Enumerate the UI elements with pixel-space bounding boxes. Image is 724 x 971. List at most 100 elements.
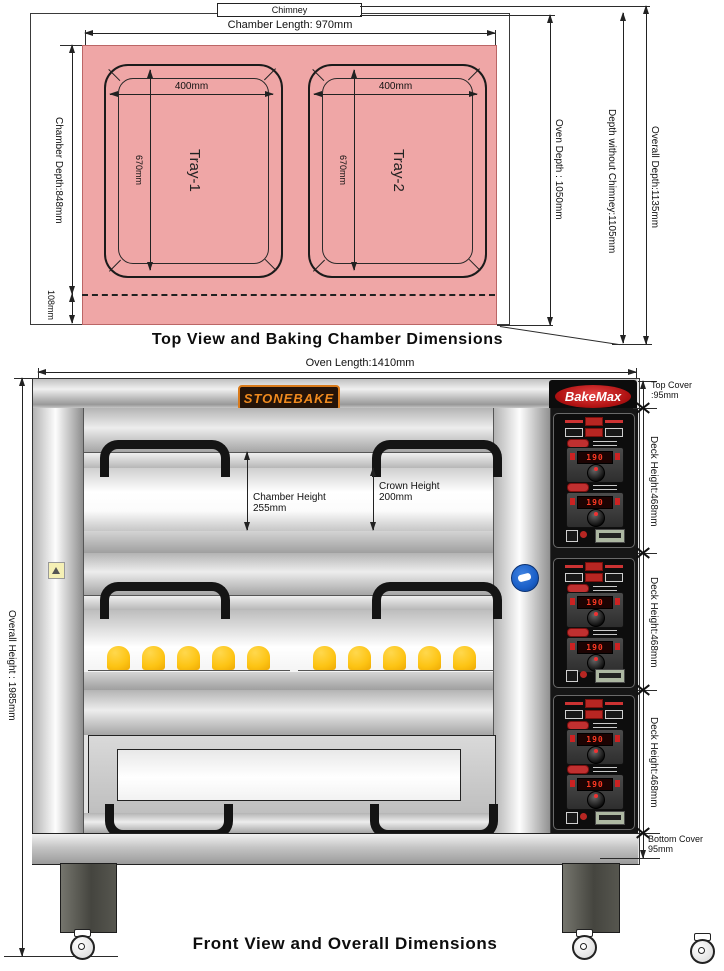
deck-height-master-dim	[640, 380, 646, 859]
tray-corner-line	[313, 259, 326, 272]
base-cover	[32, 833, 638, 865]
switch-icon	[566, 670, 578, 682]
dough-ball	[418, 646, 441, 670]
top-view-caption: Top View and Baking Chamber Dimensions	[151, 331, 504, 348]
right-leg	[562, 863, 620, 933]
lamp-icon	[580, 531, 587, 538]
tiny-text-lines	[593, 722, 617, 729]
top-heat-label	[567, 439, 617, 448]
switch-icon	[566, 530, 578, 542]
top-heat-controller: 190	[566, 729, 624, 765]
top-cover-value: :95mm	[651, 390, 679, 400]
tray-1-depth-label: 670mm	[134, 154, 144, 185]
dim-cross-mark	[636, 401, 650, 415]
deck2-bottom-band	[84, 672, 493, 691]
temperature-knob	[587, 509, 605, 527]
tray-2-width-dim	[313, 91, 478, 97]
bottom-cover-value: 95mm	[648, 844, 674, 854]
plus-button-icon	[615, 643, 620, 650]
temperature-display: 190	[577, 733, 613, 746]
indicator-icons	[565, 562, 623, 582]
indicator-icons	[565, 417, 623, 437]
bottom-heat-controller: 190	[566, 774, 624, 810]
deck1-control-panel: 190 190	[553, 413, 635, 548]
tray-1-width-label: 400mm	[174, 81, 209, 92]
tray-1-depth-dim	[147, 69, 153, 271]
overall-height-label: Overall Height : 1985mm	[6, 610, 17, 721]
ext-line	[85, 30, 86, 45]
caster-wheel	[568, 929, 602, 963]
minus-button-icon	[570, 498, 575, 505]
crown-height-value: 200mm	[379, 492, 413, 503]
dough-ball	[142, 646, 165, 670]
crown-height-label: Crown Height	[379, 481, 440, 492]
bottom-heat-controller: 190	[566, 637, 624, 673]
indicator-icons	[565, 699, 623, 719]
left-side-column	[33, 408, 84, 833]
lamp-icon	[580, 813, 587, 820]
oven-length-label: Oven Length:1410mm	[305, 357, 415, 369]
top-heat-controller: 190	[566, 447, 624, 483]
stonebake-logo-text: STONEBAKE	[243, 390, 335, 406]
deck3-bottom-strip	[84, 813, 493, 833]
tray-2-depth-dim	[351, 69, 357, 271]
depth-without-chimney-label: Depth without Chimney:1105mm	[606, 108, 617, 254]
bakemax-logo: BakeMax	[549, 380, 637, 413]
temperature-display: 190	[577, 778, 613, 791]
dough-ball	[453, 646, 476, 670]
plus-button-icon	[615, 780, 620, 787]
ext-line	[360, 6, 650, 7]
bottom-heat-controller: 190	[566, 492, 624, 528]
red-pill-icon	[567, 765, 589, 774]
oven-depth-dim	[547, 14, 553, 326]
deck3-door-window	[117, 749, 461, 801]
temperature-display: 190	[577, 496, 613, 509]
tray-2-depth-label: 670mm	[338, 154, 348, 185]
left-leg	[60, 863, 117, 933]
tray-corner-line	[264, 258, 277, 271]
dough-ball	[107, 646, 130, 670]
dough-ball	[348, 646, 371, 670]
caster-wheel	[66, 929, 100, 963]
crown-height-dim	[370, 467, 376, 531]
plus-button-icon	[615, 735, 620, 742]
tray-2-inner	[322, 78, 473, 264]
overall-depth-label: Overall Depth:1135mm	[649, 126, 660, 229]
back-offset-label: 108mm	[46, 289, 56, 320]
bottom-heat-label	[567, 483, 617, 492]
minus-button-icon	[570, 453, 575, 460]
chamber-height-dim	[244, 451, 250, 531]
tiny-text-lines	[593, 629, 617, 636]
deck2-door-handle	[372, 582, 502, 619]
tray-corner-line	[263, 68, 276, 81]
warning-sticker	[48, 562, 65, 579]
baking-chamber-area	[82, 45, 497, 325]
deck2-door-handle	[100, 582, 230, 619]
chamber-length-label: Chamber Length: 970mm	[227, 19, 353, 31]
oven-depth-label: Oven Depth : 1050mm	[553, 119, 564, 220]
deck3-control-panel: 190 190	[553, 695, 635, 830]
plus-button-icon	[615, 598, 620, 605]
ext-line	[38, 368, 39, 378]
dim-cross-mark	[636, 683, 650, 697]
temperature-display: 190	[577, 641, 613, 654]
deck-height-label: Deck Height:468mm	[648, 716, 659, 808]
deck3-door-frame	[88, 735, 496, 814]
top-cover-label: Top Cover	[651, 380, 693, 390]
timer-display	[595, 811, 625, 825]
right-side-column	[493, 408, 551, 833]
bakemax-oval: BakeMax	[555, 385, 631, 408]
ext-line	[497, 325, 553, 326]
front-view-caption: Front View and Overall Dimensions	[192, 934, 498, 953]
temperature-knob	[587, 609, 605, 627]
tiny-text-lines	[593, 440, 617, 447]
ground-line	[4, 956, 118, 957]
ext-line	[360, 15, 555, 16]
timer-row	[566, 811, 625, 825]
chamber-back-dashed-line	[82, 294, 495, 296]
ext-line	[636, 368, 637, 378]
plus-button-icon	[615, 498, 620, 505]
timer-display	[595, 529, 625, 543]
bakemax-logo-text: BakeMax	[564, 389, 622, 404]
tiny-text-lines	[593, 585, 617, 592]
